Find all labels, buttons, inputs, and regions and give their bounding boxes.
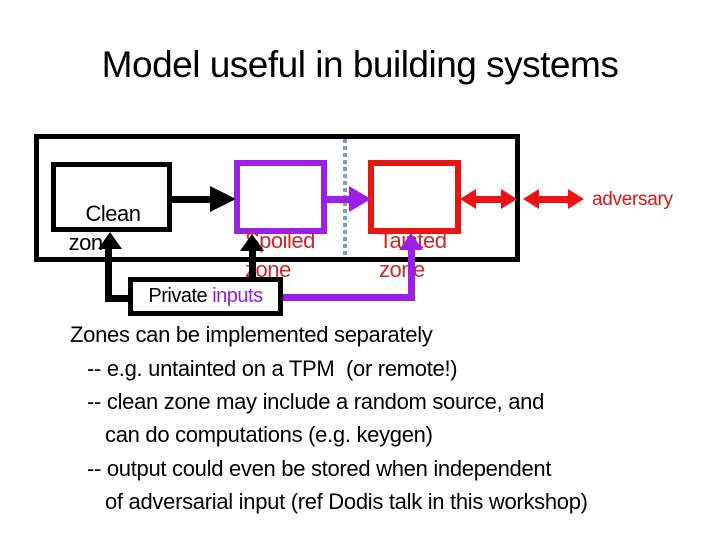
spoiled-zone-box: Spoiled zone [234, 160, 327, 282]
tainted-zone-box: Tainted zone [368, 160, 461, 282]
private-inputs-label-black: Private [148, 285, 213, 307]
arrow-left-icon [460, 189, 476, 209]
arrow-spoiled-to-tainted-shaft [327, 196, 351, 203]
arrow-clean-to-spoiled-shaft [172, 196, 212, 203]
clean-zone-box: Clean zone [51, 162, 172, 255]
arrow-up-icon [399, 233, 423, 250]
adversary-label: adversary [592, 189, 673, 210]
arrow-shaft [536, 196, 570, 203]
body-line: of adversarial input (ref Dodis talk in … [105, 489, 588, 514]
arrow-right-icon [210, 186, 236, 212]
arrow-up-icon [240, 234, 264, 251]
private-inputs-box: Private inputs [128, 277, 283, 316]
body-line: -- clean zone may include a random sourc… [87, 389, 545, 414]
arrow-shaft-horizontal [105, 295, 130, 302]
arrow-shaft-vertical [105, 247, 112, 302]
arrow-right-icon [349, 186, 371, 212]
arrow-right-icon [501, 189, 517, 209]
arrow-left-icon [523, 189, 539, 209]
slide-title: Model useful in building systems [101, 44, 619, 85]
body-line: -- output could even be stored when inde… [87, 456, 552, 481]
arrow-up-icon [98, 232, 122, 249]
arrow-shaft-vertical [249, 250, 256, 278]
arrow-shaft-horizontal [283, 294, 415, 301]
body-line: Zones can be implemented separately [70, 322, 433, 347]
private-inputs-label-purple: inputs [212, 285, 263, 307]
arrow-shaft [473, 196, 505, 203]
body-line: can do computations (e.g. keygen) [105, 422, 433, 447]
arrow-shaft-vertical [408, 249, 415, 301]
arrow-right-icon [568, 189, 584, 209]
body-line: -- e.g. untainted on a TPM (or remote!) [87, 356, 458, 381]
